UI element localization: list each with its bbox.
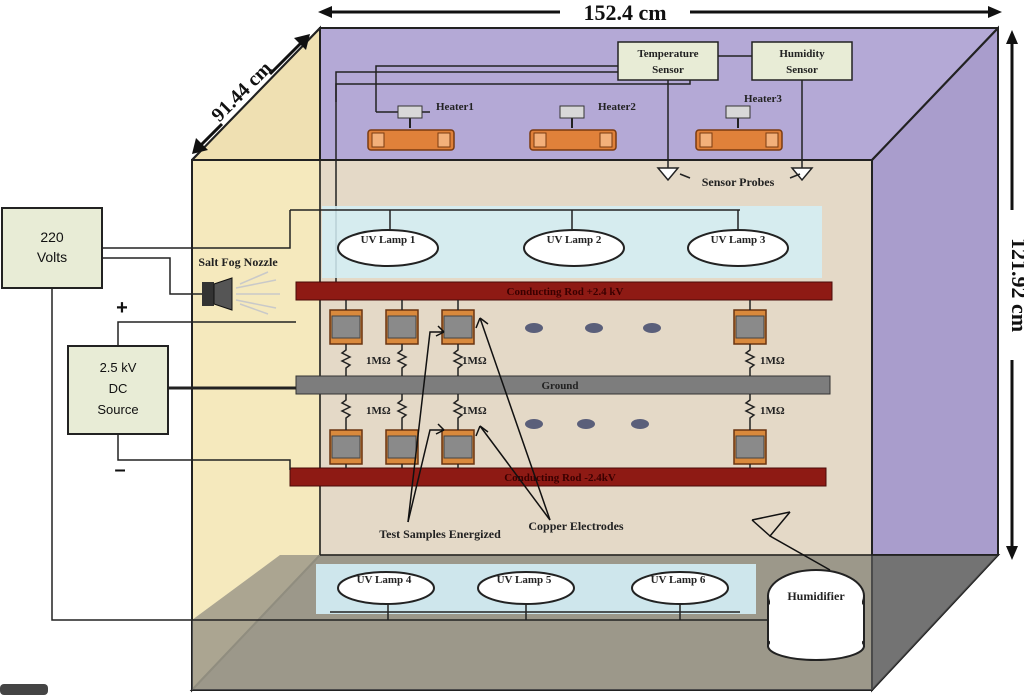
resistor — [744, 300, 756, 468]
test-sample-array — [329, 300, 767, 468]
dc-plus-label: + — [116, 297, 128, 319]
temperature-probe-icon — [656, 167, 680, 182]
temperature-sensor-line1: Temperature — [637, 48, 698, 60]
test-sample — [441, 309, 475, 345]
uv-lamp-4 — [337, 571, 435, 605]
sensor-probes-label: Sensor Probes — [702, 175, 775, 189]
heater-3-label: Heater3 — [744, 93, 782, 105]
uv-lamp-1-label: UV Lamp 1 — [361, 234, 416, 246]
test-sample — [329, 309, 363, 345]
humidity-sensor-line2: Sensor — [786, 64, 818, 76]
salt-fog-nozzle-icon — [202, 271, 280, 315]
uv-lamp-3-label: UV Lamp 3 — [711, 234, 766, 246]
depth-dimension — [192, 34, 310, 154]
test-sample — [329, 429, 363, 465]
resistor-label-5: 1MΩ — [462, 405, 487, 417]
uv-lamp-3 — [687, 229, 789, 267]
continuation-dots — [525, 323, 661, 429]
resistor-label-2: 1MΩ — [462, 355, 487, 367]
resistor-label-3: 1MΩ — [760, 355, 785, 367]
dc-wiring — [117, 321, 296, 470]
dc-source-line3: Source — [97, 402, 138, 417]
conducting-rod-negative — [289, 467, 827, 487]
humidity-probe-icon — [790, 167, 814, 182]
resistor — [340, 300, 352, 468]
ac-source-line2: Volts — [37, 249, 67, 265]
test-sample — [385, 429, 419, 465]
uv-lamp-2-label: UV Lamp 2 — [547, 234, 602, 246]
width-label: 152.4 cm — [583, 0, 666, 25]
humidifier-label: Humidifier — [787, 589, 845, 603]
resistor-label-1: 1MΩ — [366, 355, 391, 367]
resistor-label-6: 1MΩ — [760, 405, 785, 417]
uv-lamp-5 — [477, 571, 575, 605]
uv-lamp-2 — [523, 229, 625, 267]
height-label: 121.92 cm — [1007, 238, 1024, 332]
ground-rod — [295, 375, 831, 395]
ground-label: Ground — [541, 380, 578, 392]
temperature-sensor-line2: Sensor — [652, 64, 684, 76]
salt-fog-label: Salt Fog Nozzle — [198, 255, 278, 269]
humidity-sensor-line1: Humidity — [779, 48, 825, 60]
callout-lines — [407, 317, 551, 523]
humidifier-mist-icon — [751, 511, 831, 571]
width-dimension — [318, 6, 1002, 18]
heater-3 — [695, 105, 783, 151]
test-samples-label: Test Samples Energized — [379, 527, 501, 541]
copper-electrodes-label: Copper Electrodes — [528, 519, 624, 533]
ac-source-box — [1, 207, 103, 289]
dc-source-line2: DC — [109, 381, 128, 396]
heater-1-label: Heater1 — [436, 101, 474, 113]
heater-1 — [367, 105, 455, 151]
uv-lamp-5-label: UV Lamp 5 — [497, 574, 552, 586]
resistor — [396, 300, 408, 468]
dc-minus-label: – — [114, 459, 125, 481]
uv-lamp-6-label: UV Lamp 6 — [651, 574, 706, 586]
conducting-rod-positive — [295, 281, 833, 301]
uv-lamp-6 — [631, 571, 729, 605]
dc-source-line1: 2.5 kV — [100, 360, 137, 375]
corner-tab — [0, 684, 48, 695]
dc-source-box — [67, 345, 169, 435]
uv-lamp-1 — [337, 229, 439, 267]
temperature-sensor-box — [617, 41, 719, 81]
test-sample — [385, 309, 419, 345]
rod-positive-label: Conducting Rod +2.4 kV — [507, 286, 624, 298]
heater-2 — [529, 105, 617, 151]
resistor-label-4: 1MΩ — [366, 405, 391, 417]
test-sample — [733, 309, 767, 345]
ac-source-line1: 220 — [40, 229, 64, 245]
humidifier-icon — [767, 569, 865, 661]
uv-lamp-4-label: UV Lamp 4 — [357, 574, 412, 586]
height-dimension — [1006, 30, 1018, 560]
test-sample — [441, 429, 475, 465]
heater-2-label: Heater2 — [598, 101, 636, 113]
resistor — [452, 300, 464, 468]
humidity-sensor-box — [751, 41, 853, 81]
test-sample — [733, 429, 767, 465]
rod-negative-label: Conducting Rod -2.4kV — [504, 472, 616, 484]
